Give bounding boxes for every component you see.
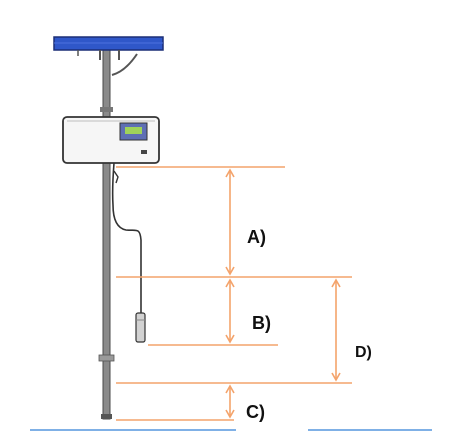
label-a: A) xyxy=(247,227,266,247)
panel-cable xyxy=(111,53,138,76)
dimension-arrows xyxy=(225,168,341,419)
cable-hook xyxy=(113,170,119,184)
pole-clamp-bottom xyxy=(98,354,115,362)
label-d: D) xyxy=(355,344,372,361)
solar-panel-icon xyxy=(53,36,164,60)
label-b: B) xyxy=(252,313,271,333)
sensor-cable xyxy=(111,162,142,313)
sensor-probe-icon xyxy=(135,312,146,343)
reference-lines xyxy=(116,166,352,421)
controller-box-icon xyxy=(62,116,160,164)
pole xyxy=(102,49,111,420)
pole-foot xyxy=(101,414,112,419)
pole-clamp-top xyxy=(100,107,113,112)
label-c-backdrop xyxy=(236,398,308,440)
label-c: C) xyxy=(246,402,265,422)
